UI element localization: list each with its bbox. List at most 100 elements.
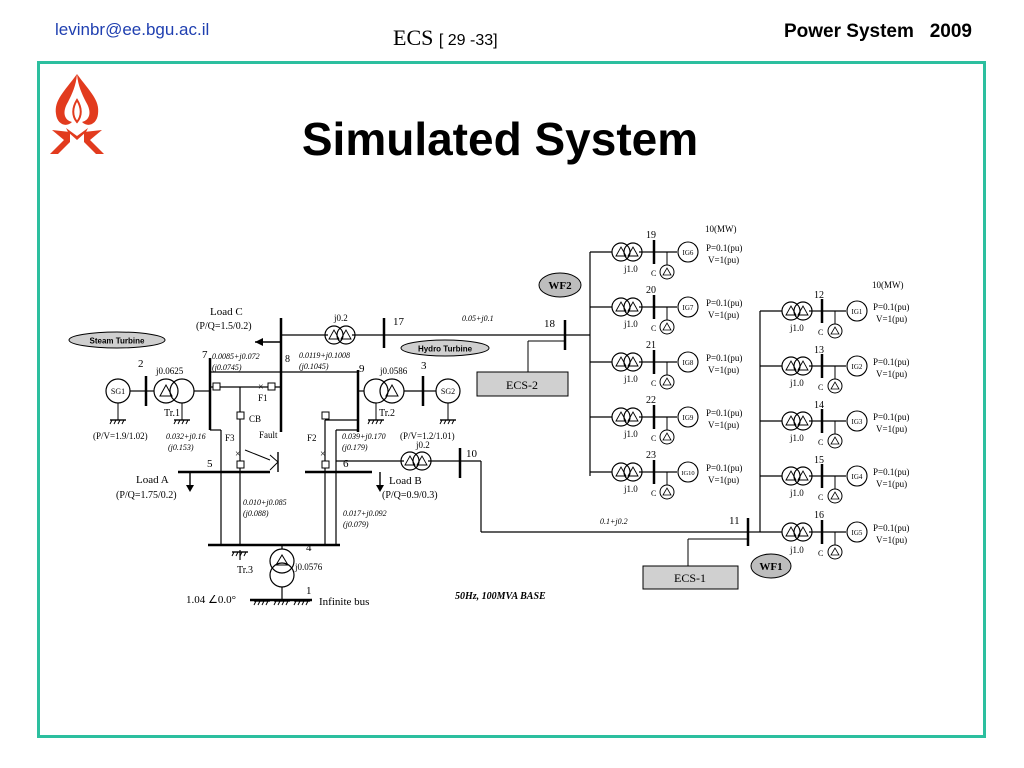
wf2-p: P=0.1(pu)	[706, 408, 742, 418]
ig4-generator-icon	[846, 465, 868, 487]
line-4-5-impedance: 0.010+j0.085	[243, 498, 287, 507]
wf2-unit-19: 19 IG6 P=0.1(pu) V=1(pu) j1.0 C	[590, 230, 742, 280]
sg2-pv: (P/V=1.2/1.01)	[400, 431, 455, 441]
wf2-z: j1.0	[623, 264, 638, 274]
fault-label: Fault	[259, 430, 278, 440]
wf2-z: j1.0	[623, 429, 638, 439]
slide-header: levinbr@ee.bgu.ac.il ECS [ 29 -33] Power…	[0, 0, 1024, 56]
cb-label: CB	[249, 414, 261, 424]
wf2-gen: IG6	[683, 249, 694, 257]
bus-1-number: 1	[306, 585, 312, 597]
wf2-unit-20: 20 IG7 P=0.1(pu) V=1(pu) j1.0 C	[590, 285, 742, 335]
tr3-impedance: j0.0576	[294, 562, 323, 572]
wf1-z: j1.0	[789, 323, 804, 333]
wf2-z: j1.0	[623, 374, 638, 384]
infinite-bus-label: Infinite bus	[319, 596, 369, 608]
bus-4-number: 4	[306, 542, 312, 554]
wf2-unit-23: 23 IG10 P=0.1(pu) V=1(pu) j1.0 C	[590, 450, 742, 500]
tr1-impedance: j0.0625	[155, 366, 184, 376]
steam-turbine-shape	[68, 331, 166, 349]
wf1-c: C	[818, 549, 823, 558]
bus-18-number: 18	[544, 318, 556, 330]
wf1-p: P=0.1(pu)	[873, 357, 909, 367]
wf1-z: j1.0	[789, 378, 804, 388]
bus-17-number: 17	[393, 316, 405, 328]
tr1-primary-icon	[153, 378, 179, 404]
course-label: ECS	[393, 25, 434, 50]
wf1-gen: IG4	[852, 473, 863, 481]
slide-title: Simulated System	[301, 113, 699, 165]
f2-label: F2	[307, 433, 317, 443]
course-name: Power System 2009	[784, 21, 972, 42]
bus-3-number: 3	[421, 360, 427, 372]
wf2-gen: IG10	[681, 470, 694, 477]
tr2-primary-icon	[363, 378, 389, 404]
sg1-pv: (P/V=1.9/1.02)	[93, 431, 148, 441]
hydro-turbine-label: Hydro Turbine	[418, 345, 473, 354]
university-logo-icon	[50, 74, 104, 154]
wf2-v: V=1(pu)	[708, 420, 739, 430]
wf2-bus: 19	[646, 230, 656, 241]
bus-2-number: 2	[138, 358, 144, 370]
wf1-bus: 13	[814, 345, 824, 356]
line-5-7-susceptance: (j0.153)	[168, 443, 194, 452]
line-6-9-impedance: 0.039+j0.170	[342, 432, 386, 441]
wf2-badge	[538, 272, 582, 298]
wf2-mw: 10(MW)	[705, 224, 737, 234]
tr3-primary-icon	[269, 548, 295, 574]
wf1-gen: IG2	[852, 363, 863, 371]
line-6-9-susceptance: (j0.179)	[342, 443, 368, 452]
load-a-pq: (P/Q=1.75/0.2)	[116, 490, 177, 501]
tr3-label: Tr.3	[237, 565, 253, 576]
wf2-z: j1.0	[623, 319, 638, 329]
load-b-label: Load B	[389, 475, 422, 487]
wf2-p: P=0.1(pu)	[706, 298, 742, 308]
wf1-c: C	[818, 493, 823, 502]
wf2-bus: 22	[646, 395, 656, 406]
page-range: [ 29 -33]	[438, 32, 498, 49]
ecs-2-label: ECS-2	[506, 378, 538, 392]
ig6-generator-icon	[677, 241, 699, 263]
wf2-gen: IG7	[683, 304, 694, 312]
load-a-arrow-icon	[186, 485, 194, 492]
wf2-z: j1.0	[623, 484, 638, 494]
line-4-5-susceptance: (j0.088)	[243, 509, 269, 518]
wf2-gen: IG9	[683, 414, 694, 422]
wf1-z: j1.0	[789, 488, 804, 498]
j02-label-a: j0.2	[333, 313, 348, 323]
wf2-label: WF2	[548, 280, 572, 292]
wf1-unit-15: 15 IG4 P=0.1(pu) V=1(pu) j1.0 C	[760, 455, 909, 504]
wf1-bus: 12	[814, 290, 824, 301]
wf2-p: P=0.1(pu)	[706, 463, 742, 473]
bus-7-number: 7	[202, 349, 208, 361]
tr2-impedance: j0.0586	[379, 366, 408, 376]
bus-6-number: 6	[343, 458, 349, 470]
f3-label: F3	[225, 433, 235, 443]
bus-11-number: 11	[729, 515, 740, 527]
wf1-bus: 16	[814, 510, 824, 521]
f1-label: F1	[258, 393, 268, 403]
sg1-label: SG1	[111, 387, 125, 396]
f3-marker: ×	[235, 449, 241, 460]
load-c-label: Load C	[210, 306, 243, 318]
wf1-v: V=1(pu)	[876, 369, 907, 379]
wf1-unit-13: 13 IG2 P=0.1(pu) V=1(pu) j1.0 C	[760, 345, 909, 394]
wf1-c: C	[818, 438, 823, 447]
load-b-arrow-icon	[376, 485, 384, 492]
fault-ground-icon	[269, 454, 279, 471]
wf1-p: P=0.1(pu)	[873, 302, 909, 312]
load-c-pq: (P/Q=1.5/0.2)	[196, 321, 252, 332]
ig9-generator-icon	[677, 406, 699, 428]
wf2-v: V=1(pu)	[708, 310, 739, 320]
tr1-secondary-icon	[169, 378, 195, 404]
wf2-v: V=1(pu)	[708, 365, 739, 375]
load-a-label: Load A	[136, 474, 169, 486]
base-label: 50Hz, 100MVA BASE	[455, 591, 546, 602]
wf2-c: C	[651, 379, 656, 388]
line-10-11-impedance: 0.1+j0.2	[600, 517, 628, 526]
wf2-unit-22: 22 IG9 P=0.1(pu) V=1(pu) j1.0 C	[590, 395, 742, 445]
ig10-generator-icon	[677, 461, 699, 483]
line-17-18-impedance: 0.05+j0.1	[462, 314, 494, 323]
ig3-generator-icon	[846, 410, 868, 432]
tr2-secondary-icon	[379, 378, 405, 404]
